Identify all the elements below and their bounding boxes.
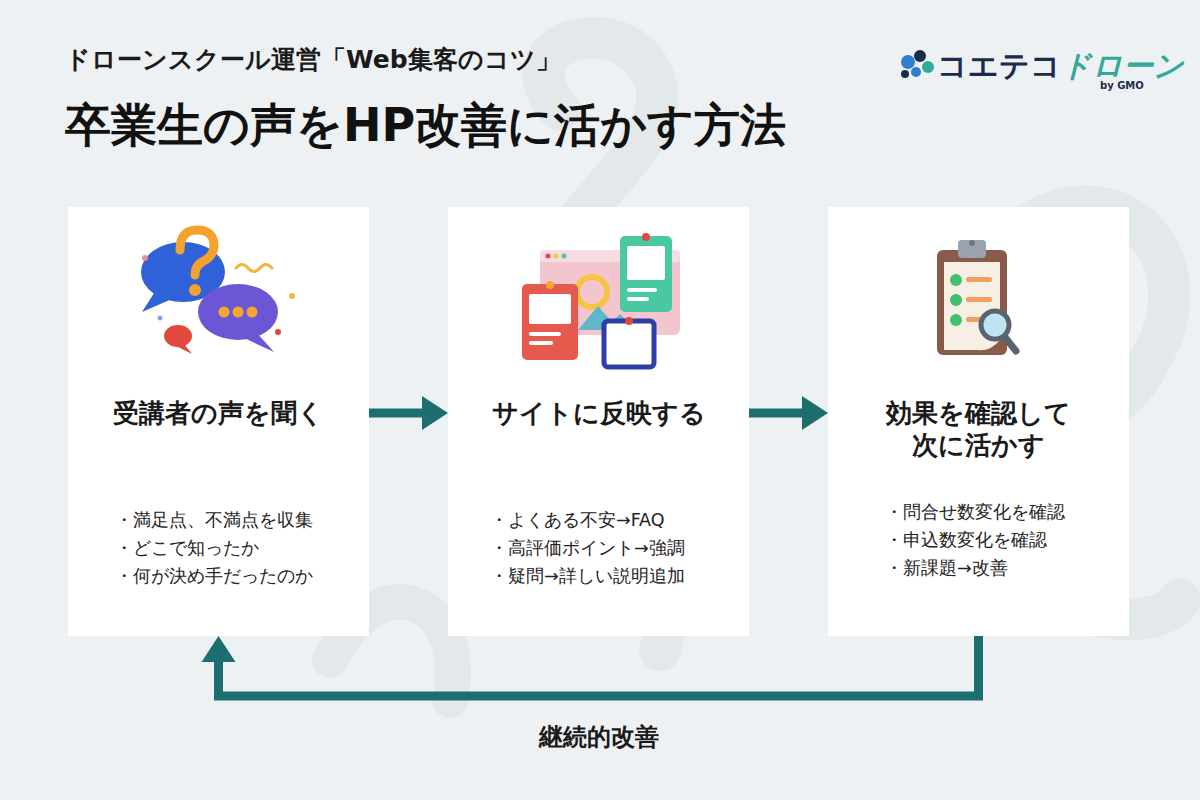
bullet-list: ・問合せ数変化を確認・申込数変化を確認・新課題→改善: [885, 498, 1065, 582]
bullet-item: ・満足点、不満点を収集: [115, 506, 313, 534]
logo: コエテコドローン: [937, 48, 1184, 84]
bullet-item: ・申込数変化を確認: [885, 526, 1065, 554]
process-box: サイトに反映する・よくある不安→FAQ・高評価ポイント→強調・疑問→詳しい説明追…: [448, 207, 749, 636]
bullet-item: ・どこで知ったか: [115, 534, 313, 562]
connector-line: [219, 636, 979, 696]
logo-byline: by GMO: [1100, 80, 1144, 92]
box-heading: 受講者の声を聞く: [84, 397, 354, 429]
arrow-head: [422, 396, 448, 430]
bullet-item: ・高評価ポイント→強調: [490, 534, 685, 562]
bullet-item: ・よくある不安→FAQ: [490, 506, 685, 534]
box-heading: サイトに反映する: [464, 397, 734, 429]
flow-arrow: [202, 636, 979, 696]
clipboard-icon: [937, 240, 1016, 355]
logo-text: コエテコ: [937, 48, 1061, 84]
bullet-item: ・問合せ数変化を確認: [885, 498, 1065, 526]
web-card-icon: [522, 233, 680, 367]
connector-line: [749, 409, 806, 418]
speech-bubble-icon: [141, 230, 295, 354]
bullet-item: ・新課題→改善: [885, 554, 1065, 582]
box-heading: 効果を確認して 次に活かす: [879, 397, 1079, 461]
series-heading: ドローンスクール運営「Web集客のコツ」: [65, 45, 561, 75]
bullet-list: ・よくある不安→FAQ・高評価ポイント→強調・疑問→詳しい説明追加: [490, 506, 685, 590]
bullet-item: ・何が決め手だったのか: [115, 562, 313, 590]
arrow-head: [802, 396, 828, 430]
logo-mark: [901, 50, 934, 78]
main-title: 卒業生の声をHP改善に活かす方法: [65, 97, 786, 153]
flow-arrow: [749, 396, 828, 430]
arrow-head: [202, 636, 236, 662]
bullet-item: ・疑問→詳しい説明追加: [490, 562, 685, 590]
logo-text: ドローン: [1061, 48, 1184, 84]
flow-arrow: [369, 396, 448, 430]
process-box: 効果を確認して 次に活かす・問合せ数変化を確認・申込数変化を確認・新課題→改善: [828, 207, 1129, 636]
bullet-list: ・満足点、不満点を収集・どこで知ったか・何が決め手だったのか: [115, 506, 313, 590]
connector-line: [369, 409, 426, 418]
process-box: 受講者の声を聞く・満足点、不満点を収集・どこで知ったか・何が決め手だったのか: [68, 207, 369, 636]
edge-label: 継続的改善: [449, 722, 749, 752]
